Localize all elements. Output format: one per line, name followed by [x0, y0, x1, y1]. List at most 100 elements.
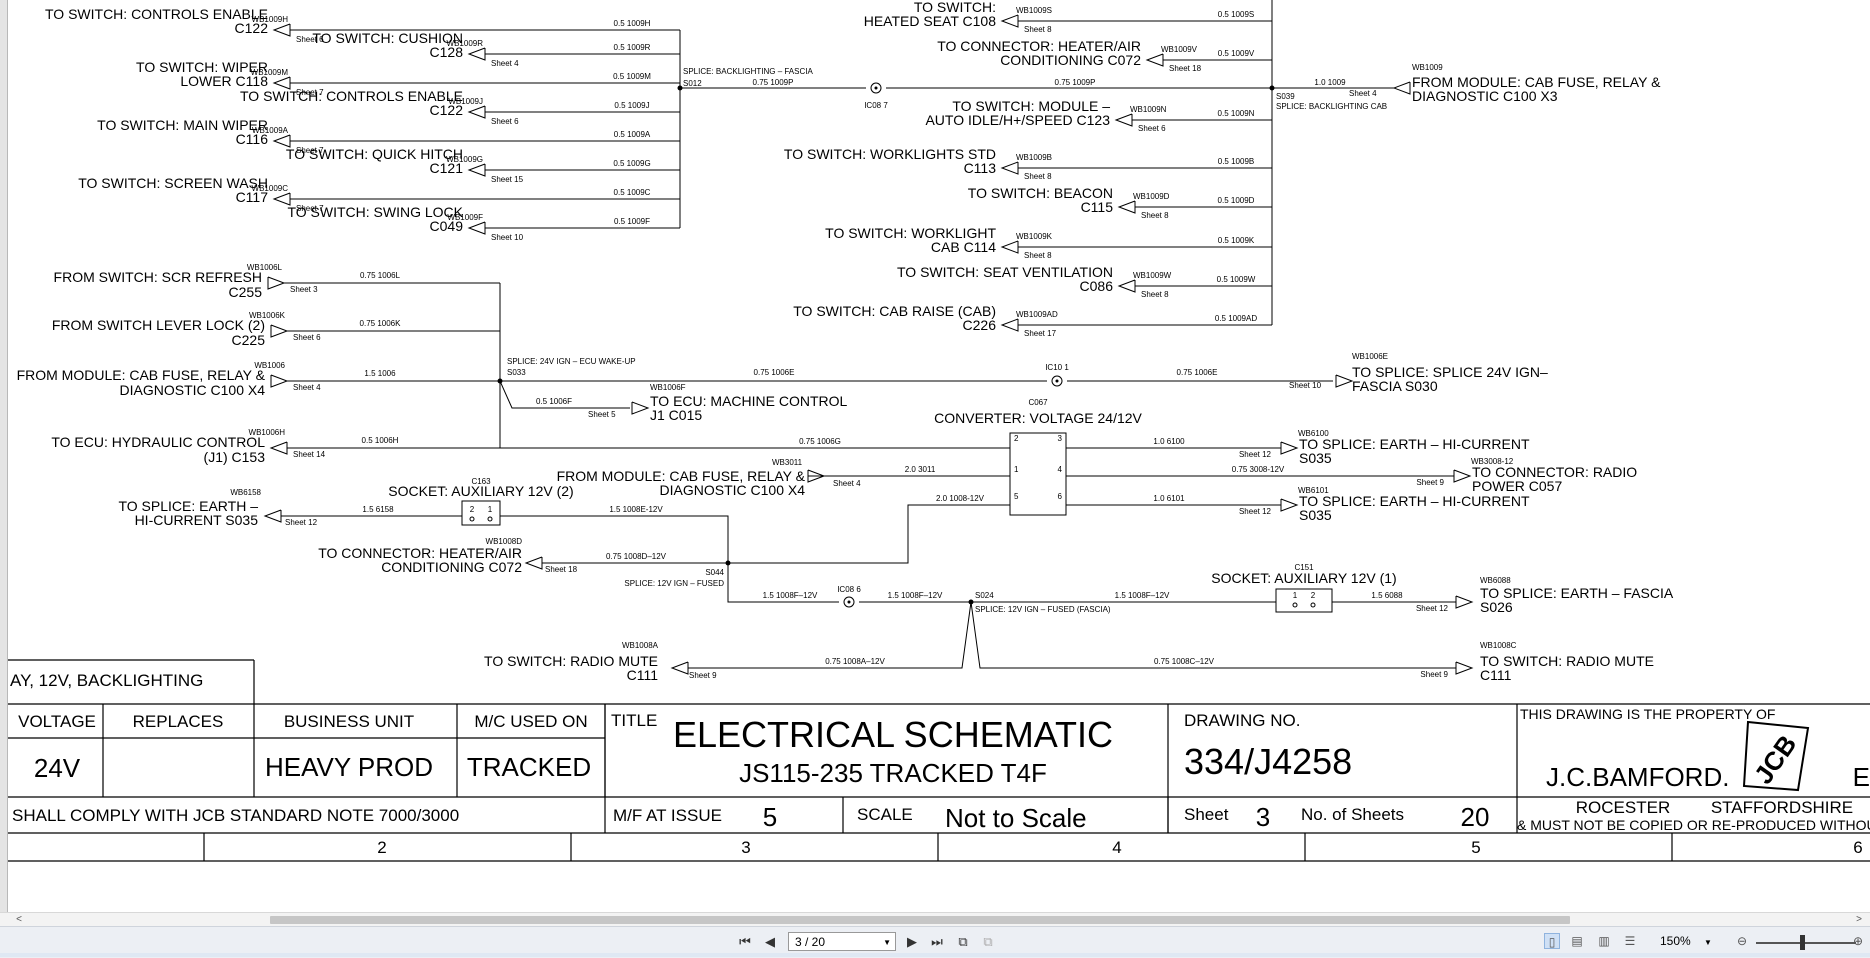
destination-label: TO SWITCH: RADIO MUTE: [484, 653, 658, 669]
sheet-ref: Sheet 7: [296, 146, 324, 155]
copy-page-icon[interactable]: ⧉: [958, 934, 968, 949]
property-notice: THIS DRAWING IS THE PROPERTY OF: [1520, 706, 1775, 722]
scrollbar-thumb[interactable]: [270, 916, 1570, 924]
sheet-ref: Sheet 17: [1024, 329, 1057, 338]
replaces-header: REPLACES: [133, 712, 224, 731]
destination-label: FASCIA S030: [1352, 378, 1438, 394]
sheet-ref: Sheet 6: [491, 117, 519, 126]
right-arrow-icon: [1280, 498, 1299, 512]
scroll-right-icon[interactable]: >: [1856, 914, 1862, 925]
single-page-view-icon[interactable]: ▯: [1544, 933, 1560, 949]
destination-label: TO SWITCH: WIPER: [136, 59, 268, 75]
converter-box: [1009, 432, 1067, 516]
left-arrow-icon: [263, 509, 282, 523]
wire-spec: 0.75 1009P: [753, 78, 794, 87]
component-label: SOCKET: AUXILIARY 12V (1): [1211, 570, 1396, 586]
drawing-no-header: DRAWING NO.: [1184, 711, 1300, 730]
column-number: 5: [1471, 838, 1480, 857]
sheet-ref: Sheet 8: [1141, 290, 1169, 299]
component-id: C067: [1028, 398, 1048, 407]
wire-tag: WB1009V: [1161, 45, 1198, 54]
zoom-value: 150%: [1660, 934, 1691, 948]
first-page-icon[interactable]: ⏮: [739, 934, 751, 949]
wire-spec: 0.5 1009W: [1217, 275, 1256, 284]
wire-tag: WB1009R: [447, 39, 484, 48]
sheet-ref: Sheet 9: [689, 671, 717, 680]
splice-id: S024: [975, 591, 994, 600]
sheet-ref: Sheet 12: [1239, 450, 1272, 459]
source-label: FROM MODULE: CAB FUSE, RELAY &: [17, 367, 266, 383]
source-label: TO ECU: HYDRAULIC CONTROL: [51, 434, 265, 450]
two-page-view-icon[interactable]: ▥: [1598, 934, 1610, 948]
source-label: FROM MODULE: CAB FUSE, RELAY &: [1412, 74, 1661, 90]
destination-label: TO SWITCH: RADIO MUTE: [1480, 653, 1654, 669]
wire-spec: 0.5 1009K: [1218, 236, 1255, 245]
wire-1006G: [499, 381, 1010, 449]
wire-spec: 0.5 1009J: [614, 101, 649, 110]
title-description: AY, 12V, BACKLIGHTING: [10, 671, 203, 690]
sheet-ref: Sheet 18: [545, 565, 578, 574]
socket-pin: 2: [470, 505, 475, 514]
destination-label: J1 C015: [650, 407, 702, 423]
zoom-select[interactable]: 150% ▼: [1660, 932, 1730, 951]
wire-spec: 2.0 1008-12V: [936, 494, 985, 503]
wire-tag: WB1009J: [448, 97, 483, 106]
destination-label: C122: [430, 102, 464, 118]
scale-header: SCALE: [857, 805, 913, 824]
destination-label: TO SWITCH: WORKLIGHT: [825, 225, 996, 241]
column-number: 4: [1112, 838, 1121, 857]
left-edge-splitter[interactable]: [0, 0, 8, 918]
zoom-slider-thumb[interactable]: [1800, 935, 1805, 950]
zoom-in-icon[interactable]: ⊕: [1852, 934, 1864, 948]
destination-label: TO SWITCH: SEAT VENTILATION: [897, 264, 1113, 280]
wire-tag: WB1008D: [486, 537, 523, 546]
sheet-ref: Sheet 8: [1141, 211, 1169, 220]
next-page-icon[interactable]: ▶: [907, 934, 917, 949]
sheet-ref: Sheet 14: [293, 450, 326, 459]
destination-label: TO ECU: MACHINE CONTROL: [650, 393, 848, 409]
continuous-view-icon[interactable]: ▤: [1571, 934, 1583, 948]
left-arrow-icon: [1117, 279, 1136, 293]
scroll-left-icon[interactable]: <: [16, 914, 22, 925]
wire-spec: 0.5 1006F: [536, 397, 572, 406]
two-page-continuous-icon[interactable]: ☰: [1624, 934, 1636, 948]
right-arrow-icon: [1455, 661, 1474, 675]
wires: [263, 0, 1474, 675]
horizontal-scrollbar[interactable]: < >: [0, 912, 1870, 927]
source-label: FROM MODULE: CAB FUSE, RELAY &: [557, 468, 806, 484]
wire-1008C-12V: [970, 601, 1456, 669]
wire-tag: WB1009B: [1016, 153, 1052, 162]
destination-label: C116: [236, 131, 269, 147]
wire-tag: WB1006K: [249, 311, 286, 320]
last-page-icon[interactable]: ⏭: [931, 934, 943, 949]
right-arrow-icon: [1453, 469, 1472, 483]
destination-label: TO CONNECTOR: HEATER/AIR: [318, 545, 522, 561]
destination-label: TO SPLICE: EARTH – FASCIA: [1480, 585, 1674, 601]
destination-label: TO SPLICE: EARTH –: [118, 498, 258, 514]
column-number: 3: [741, 838, 750, 857]
component-label: SOCKET: AUXILIARY 12V (2): [388, 483, 573, 499]
wire-spec: 0.5 1009D: [1218, 196, 1255, 205]
wire-spec: 0.5 1009N: [1218, 109, 1255, 118]
wire-tag: WB1006L: [247, 263, 283, 272]
converter-pin: 2: [1014, 434, 1019, 443]
wire-tag: WB1009: [1412, 63, 1443, 72]
copy-page-disabled-icon[interactable]: ⧉: [983, 934, 993, 949]
source-label: C225: [232, 332, 266, 348]
left-arrow-icon: [467, 221, 486, 235]
sheet-ref: Sheet 10: [1289, 381, 1322, 390]
zoom-slider[interactable]: [1756, 942, 1856, 944]
wire-tag: WB1009A: [252, 126, 289, 135]
column-number: 6: [1853, 838, 1862, 857]
wire-spec: 0.75 1008D–12V: [606, 552, 667, 561]
wire-tag: WB1009S: [1016, 6, 1052, 15]
wire-spec: 0.75 1006K: [360, 319, 402, 328]
voltage-value: 24V: [34, 753, 81, 783]
zoom-out-icon[interactable]: ⊖: [1736, 934, 1748, 948]
destination-label: C111: [627, 667, 659, 683]
wire-1008F-12V: [727, 563, 839, 603]
page-number-select[interactable]: 3 / 20 ▼: [788, 932, 896, 951]
prev-page-icon[interactable]: ◀: [765, 934, 775, 949]
destination-label: TO SWITCH: SWING LOCK: [287, 204, 463, 220]
